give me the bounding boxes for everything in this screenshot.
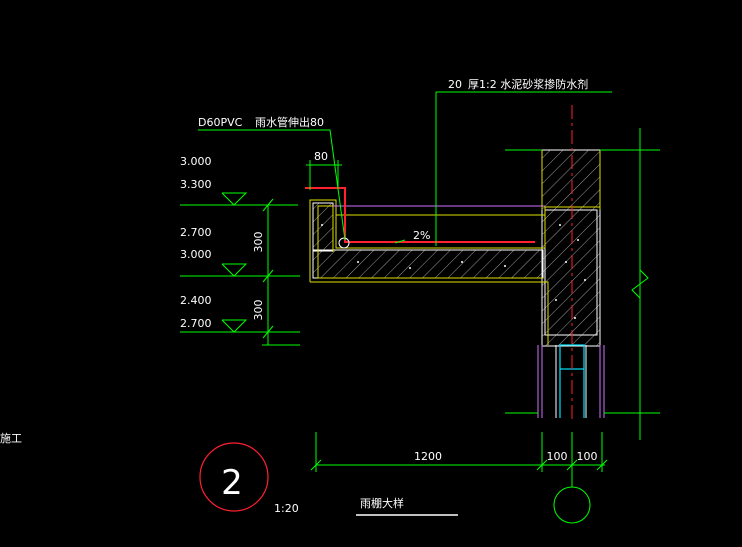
wall-finish: [537, 345, 605, 418]
hdim-100-left: 100: [547, 450, 568, 463]
detail-number-circle: [199, 442, 269, 512]
right-dimension: [505, 128, 660, 440]
wall-beam: [544, 209, 598, 336]
bottom-dimension: [310, 432, 608, 524]
pipe-spec-label: D60PVC: [198, 116, 243, 129]
detail-number: 2: [221, 463, 243, 503]
elev-3-lower: 2.700: [180, 317, 212, 330]
left-edge-text: 施工: [0, 432, 22, 445]
finish-outline: [309, 150, 601, 345]
leader-lines: [198, 91, 612, 246]
elev-1-upper: 3.000: [180, 155, 212, 168]
detail-callout: 2 1:20 雨棚大样: [199, 442, 458, 516]
drawing-title: 雨棚大样: [360, 496, 404, 510]
rain-pipe: [305, 187, 535, 249]
axis-bubble: [553, 486, 591, 524]
finish-note-label: 厚1:2 水泥砂浆掺防水剂: [468, 77, 588, 91]
vdim-2: 300: [252, 300, 265, 321]
vdim-1: 300: [252, 232, 265, 253]
scale-label: 1:20: [274, 502, 299, 515]
edge-upstand: [312, 202, 334, 252]
elev-2-upper: 2.700: [180, 226, 212, 239]
wall-concrete: [541, 149, 601, 347]
finish-thickness-label: 20: [448, 78, 462, 91]
slab-concrete: [312, 249, 544, 279]
hdim-100-right: 100: [577, 450, 598, 463]
slope-label: 2%: [413, 229, 430, 242]
elev-1-lower: 3.300: [180, 178, 212, 191]
concrete-section: [312, 149, 601, 347]
elevation-markers: [180, 192, 300, 346]
hdim-1200: 1200: [414, 450, 442, 463]
pipe-note-label: 雨水管伸出80: [255, 115, 324, 129]
dim-80-label: 80: [314, 150, 328, 163]
elev-2-lower: 3.000: [180, 248, 212, 261]
elev-3-upper: 2.400: [180, 294, 212, 307]
